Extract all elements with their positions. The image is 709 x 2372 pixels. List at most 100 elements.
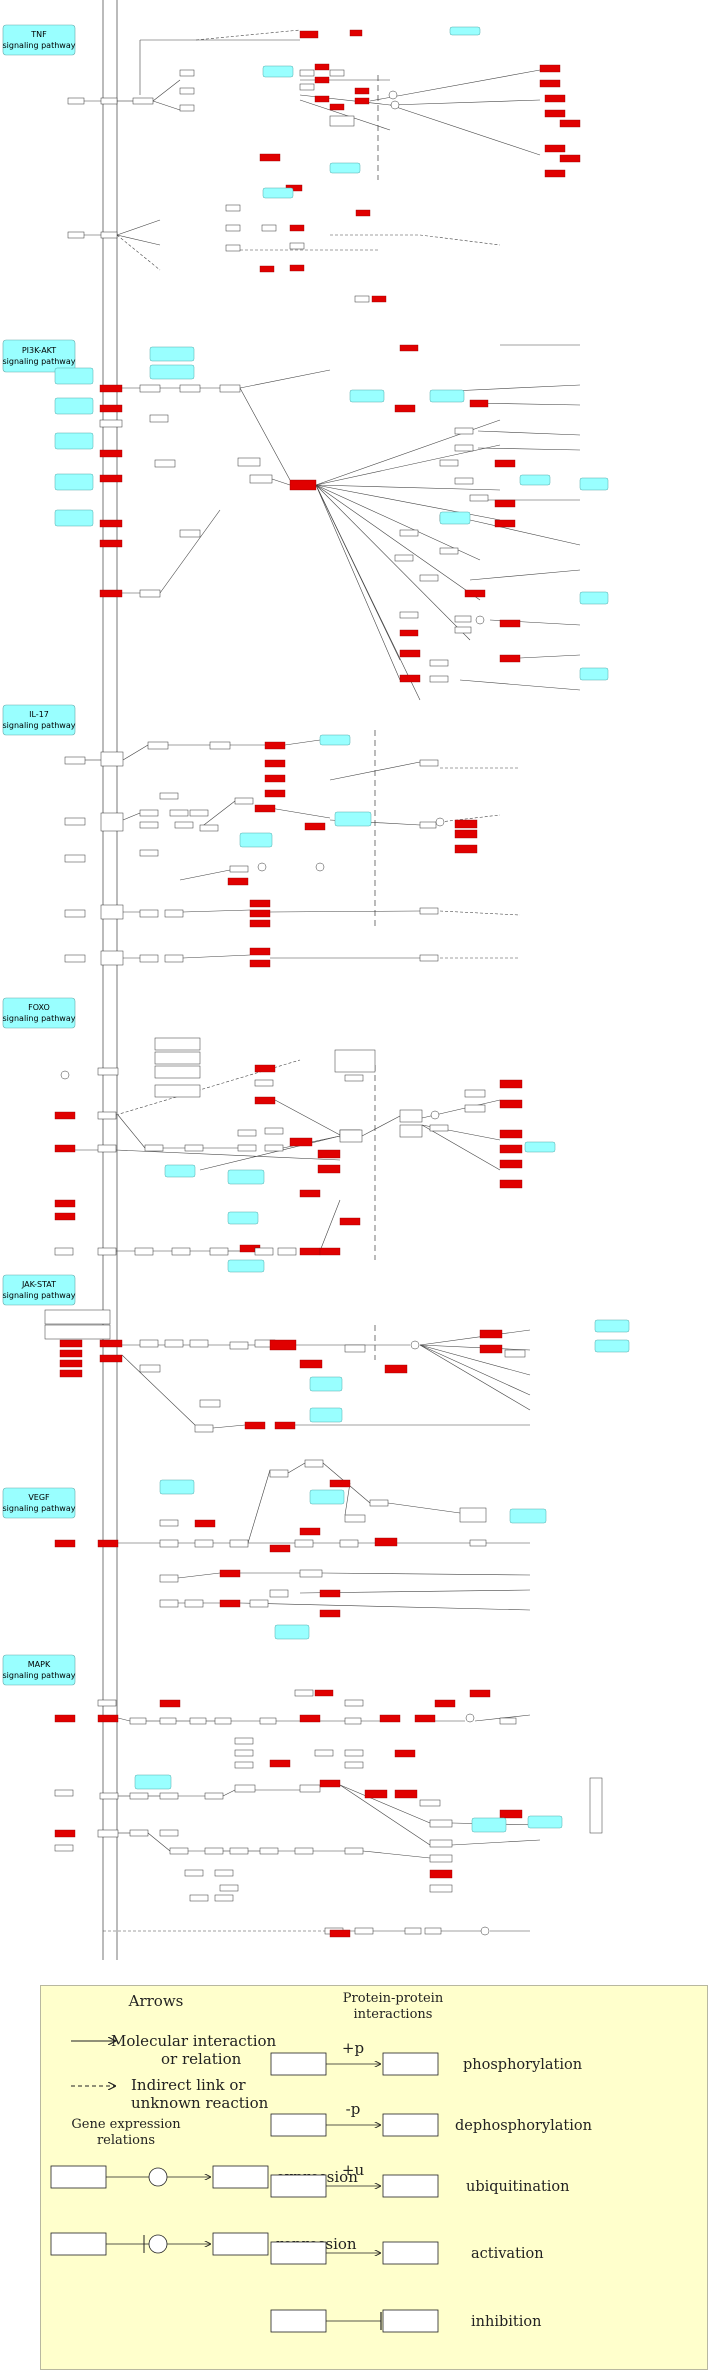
gene-node xyxy=(144,1144,164,1152)
gene-node-highlighted xyxy=(249,959,271,968)
gene-node xyxy=(159,1539,179,1548)
gene-node xyxy=(64,954,86,963)
pathway-title-mapk[interactable]: MAPK signaling pathway xyxy=(3,1654,76,1686)
interaction-edge xyxy=(419,1344,531,1376)
gene-node-highlighted xyxy=(544,144,566,153)
gene-node xyxy=(154,1037,201,1051)
linked-pathway-box xyxy=(319,734,351,746)
gene-node-highlighted xyxy=(254,1064,276,1073)
gene-node xyxy=(159,1829,179,1837)
svg-text:signaling pathway: signaling pathway xyxy=(3,1671,76,1680)
compound-node xyxy=(430,1110,440,1120)
gene-node xyxy=(589,1777,603,1834)
pathway-title-il17[interactable]: IL-17 signaling pathway xyxy=(3,704,76,736)
compound-node xyxy=(480,1926,490,1936)
gene-node-highlighted xyxy=(469,1689,491,1698)
gene-node xyxy=(154,459,176,468)
gene-node xyxy=(139,384,161,393)
interaction-edge xyxy=(419,234,501,246)
legend-ubiquitination-symbol xyxy=(270,2174,439,2198)
gene-node-highlighted xyxy=(499,619,521,628)
gene-node-highlighted xyxy=(97,1539,119,1548)
gene-node xyxy=(354,1927,374,1935)
gene-node xyxy=(174,821,194,829)
gene-node xyxy=(129,1717,147,1725)
gene-node-highlighted xyxy=(394,1749,416,1758)
gene-node xyxy=(100,231,118,239)
linked-pathway-box xyxy=(159,1479,195,1495)
gene-node-highlighted xyxy=(59,1359,83,1368)
gene-node xyxy=(269,1469,289,1478)
linked-pathway-box xyxy=(329,162,361,174)
linked-pathway-box xyxy=(262,65,294,78)
gene-node-highlighted xyxy=(54,1714,76,1723)
gene-node-highlighted xyxy=(374,1537,398,1547)
gene-node xyxy=(229,1847,249,1855)
gene-node-highlighted xyxy=(314,76,330,84)
gene-node xyxy=(159,1717,177,1725)
gene-node-highlighted xyxy=(59,1339,83,1348)
pathway-title-tnf[interactable]: TNF signaling pathway xyxy=(3,24,76,56)
gene-node xyxy=(399,529,419,537)
gene-node xyxy=(329,69,345,77)
gene-node-highlighted xyxy=(264,759,286,768)
interaction-edge xyxy=(315,484,481,601)
gene-node xyxy=(439,547,459,555)
gene-node xyxy=(169,1847,189,1855)
pathway-title-foxo[interactable]: FOXO signaling pathway xyxy=(3,997,76,1029)
gene-node xyxy=(149,414,169,423)
gene-node xyxy=(424,1927,442,1935)
pathway-title-vegf[interactable]: VEGF signaling pathway xyxy=(3,1487,76,1519)
gene-node xyxy=(237,457,261,467)
gene-node xyxy=(469,494,489,502)
gene-node xyxy=(429,1124,449,1132)
gene-node-highlighted xyxy=(314,63,330,71)
gene-node xyxy=(54,1247,74,1256)
gene-node xyxy=(179,87,195,95)
legend-gene-title-line2: relations xyxy=(97,2133,155,2148)
gene-node xyxy=(214,1894,234,1902)
interaction-edge xyxy=(329,761,421,781)
gene-node xyxy=(219,384,241,393)
linked-pathway-box xyxy=(309,1407,343,1423)
interaction-edge xyxy=(199,1135,341,1171)
gene-node-highlighted xyxy=(264,774,286,783)
gene-node-highlighted xyxy=(454,819,478,829)
gene-node-highlighted xyxy=(99,589,123,598)
gene-node xyxy=(100,812,124,832)
gene-node xyxy=(44,1324,111,1340)
gene-node-highlighted xyxy=(249,899,271,908)
gene-node-highlighted xyxy=(399,629,419,637)
gene-node-highlighted xyxy=(299,1247,321,1256)
gene-node-highlighted xyxy=(499,1159,523,1169)
gene-node xyxy=(469,1539,487,1547)
interaction-edge xyxy=(315,444,501,486)
gene-node-highlighted xyxy=(317,1164,341,1174)
gene-node-highlighted xyxy=(339,1217,361,1226)
pathway-title-pi3k-akt[interactable]: PI3K-AKT signaling pathway xyxy=(3,339,76,373)
gene-node xyxy=(54,1789,74,1797)
interaction-edge xyxy=(315,484,471,641)
gene-node xyxy=(429,1819,453,1828)
interaction-edge xyxy=(222,1789,236,1797)
linked-pathway-box xyxy=(519,474,551,486)
gene-node xyxy=(159,1519,179,1527)
gene-node xyxy=(225,224,241,232)
legend-gene-title-line1: Gene expression xyxy=(71,2117,181,2132)
legend-inhibition-symbol xyxy=(270,2309,439,2333)
gene-node-highlighted xyxy=(319,1247,341,1256)
interaction-edge xyxy=(239,387,291,481)
pathway-title-jak-stat[interactable]: JAK-STAT signaling pathway xyxy=(3,1274,76,1306)
gene-node xyxy=(159,1599,179,1608)
gene-node xyxy=(464,1089,486,1098)
linked-pathway-box xyxy=(227,1169,265,1185)
svg-text:signaling pathway: signaling pathway xyxy=(3,357,76,366)
gene-node xyxy=(67,97,85,105)
gene-node xyxy=(504,1349,526,1358)
gene-node xyxy=(164,909,184,918)
gene-node xyxy=(369,1499,389,1507)
gene-node-highlighted xyxy=(454,844,478,854)
gene-node xyxy=(184,1599,204,1608)
gene-node-highlighted xyxy=(499,1079,523,1089)
linked-pathway-box xyxy=(579,477,609,491)
